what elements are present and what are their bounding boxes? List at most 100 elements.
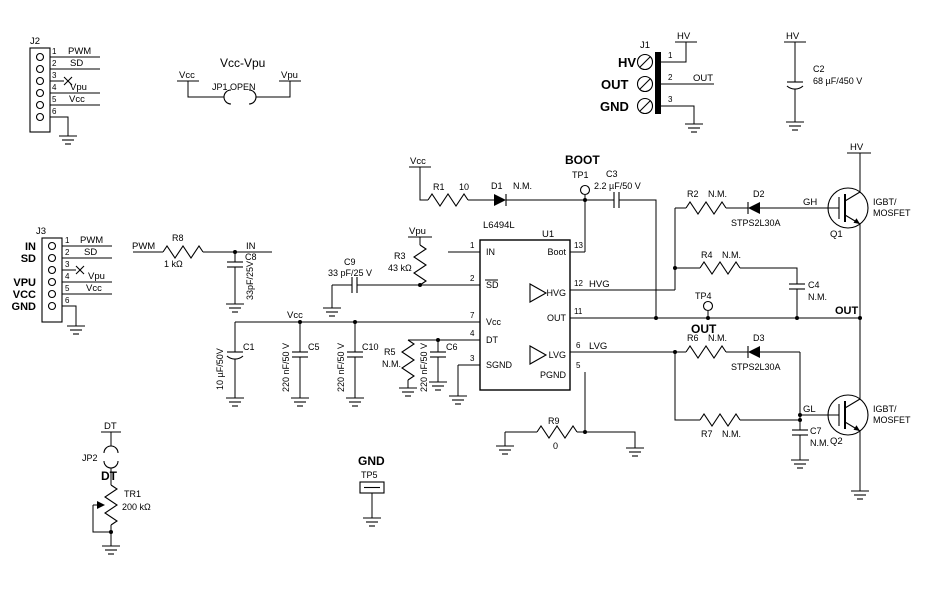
j3-pin3 [47,265,57,275]
j2-pin4 [35,88,45,98]
junction-dot [353,320,357,324]
lvg-buffer-icon [529,345,548,365]
net-label-vpu: Vpu [88,271,105,282]
net-label-hv: HV [850,142,864,153]
net-label-sd: SD [70,58,83,69]
junction-dot [298,320,302,324]
u1-pin-num: 12 [574,279,583,288]
c1-value: 10 µF/50V [215,348,225,390]
boot-network: Vcc R1 10 D1 N.M. BOOT TP1 C3 2.2 µF/50 … [410,153,641,209]
u1-pin-num: 3 [470,354,475,363]
r5-value: N.M. [382,359,401,369]
transistor-q1: HV Q1 IGBT/ MOSFET [821,142,911,240]
j2-pin2 [35,64,45,74]
c7-ref: C7 [810,426,822,436]
net-label-sd: SD [84,247,97,258]
testpoint-tp4-icon [702,300,714,312]
connector-j3: J3 IN SD VPU VCC GND 1 2 3 4 5 6 PWM SD … [12,226,105,335]
d3-value: STPS2L30A [731,362,781,372]
j3-pin2 [47,253,57,263]
junction-dot [583,430,587,434]
net-label-dt: DT [101,469,118,483]
j3-pin-number: 4 [65,272,70,281]
net-label-vcc: Vcc [86,283,102,294]
c4-value: N.M. [808,292,827,302]
j3-pin-number: 5 [65,284,70,293]
u1-pin-name-dt: DT [486,335,498,345]
c4-ref: C4 [808,280,820,290]
wire-dt [408,339,480,388]
junction-dot [795,316,799,320]
jumper-jp1: Vcc-Vpu JP1 OPEN Vcc Vpu [179,56,298,105]
u1-pin-name-out: OUT [547,313,567,323]
junction-dot [436,338,440,342]
junction-dot [706,316,710,320]
r2-value: N.M. [708,189,727,199]
net-label-pwm: PWM [132,241,155,252]
c10-value: 220 nF/50 V [336,343,346,392]
c3-ref: C3 [606,169,618,179]
j3-ref: J3 [36,226,46,237]
q2-type-line2: MOSFET [873,415,911,425]
testpoint-tp5-icon [359,481,385,494]
j3-pin-number: 1 [65,236,70,245]
c8-ref: C8 [245,252,257,262]
j3-label-in: IN [25,241,36,253]
net-label-out: OUT [691,322,717,336]
vcc-rail-network: Vcc C1 10 µF/50V C5 220 nF/50 V C10 220 … [215,310,379,407]
j1-body-bar [655,52,661,114]
tr1-value: 200 kΩ [122,502,151,512]
r4-ref: R4 [701,250,713,260]
wire-boot-line [409,166,657,318]
wire-r9 [504,372,636,440]
j3-pin-number: 6 [65,296,70,305]
c5-ref: C5 [308,342,320,352]
j1-ref: J1 [640,40,650,51]
j2-pin-number: 1 [52,47,57,56]
jp1-title: Vcc-Vpu [220,56,265,70]
testpoint-tp1-icon [579,184,591,196]
net-label-vcc: Vcc [287,310,303,321]
c7-value: N.M. [810,438,829,448]
high-side-network: HVG R2 N.M. D2 STPS2L30A GH R4 N.M. C4 N… [589,189,859,336]
c10-ref: C10 [362,342,379,352]
j2-pin-number: 2 [52,59,57,68]
j2-pin-number: 3 [52,71,57,80]
wire-q1 [847,152,871,318]
net-label-in: IN [246,241,256,252]
tp1-ref: TP1 [572,170,589,180]
j3-label-vpu: VPU [13,277,36,289]
r3-value: 43 kΩ [388,263,412,273]
r6-ref: R6 [687,333,699,343]
junction-dot [583,198,587,202]
r9-value: 0 [553,441,558,451]
q2-ref: Q2 [830,436,843,447]
r6-value: N.M. [708,333,727,343]
junction-dot [798,418,802,422]
j2-pin-number: 6 [52,107,57,116]
c8-value: 33pF/25V [245,261,255,300]
junction-dot [654,316,658,320]
r7-ref: R7 [701,429,713,439]
tp4-ref: TP4 [695,291,712,301]
r9-network: R9 0 [495,416,645,457]
net-label-boot: BOOT [565,153,600,167]
r7-value: N.M. [722,429,741,439]
j2-pin5 [35,100,45,110]
r9-ref: R9 [548,416,560,426]
net-label-hv: HV [677,31,691,42]
j2-pin6 [35,112,45,122]
c3-value: 2.2 µF/50 V [594,181,641,191]
u1-pin-num: 5 [576,361,581,370]
net-label-vpu: Vpu [281,70,298,81]
u1-body [479,239,571,391]
r8-ref: R8 [172,233,184,243]
net-label-gl: GL [803,404,816,415]
j3-pin6 [47,301,57,311]
u1-pin-num: 11 [574,307,583,316]
hvg-buffer-icon [529,283,548,303]
net-label-hvg: HVG [589,279,610,290]
u1-pin-num: 1 [470,241,475,250]
j2-pin-number: 4 [52,83,57,92]
